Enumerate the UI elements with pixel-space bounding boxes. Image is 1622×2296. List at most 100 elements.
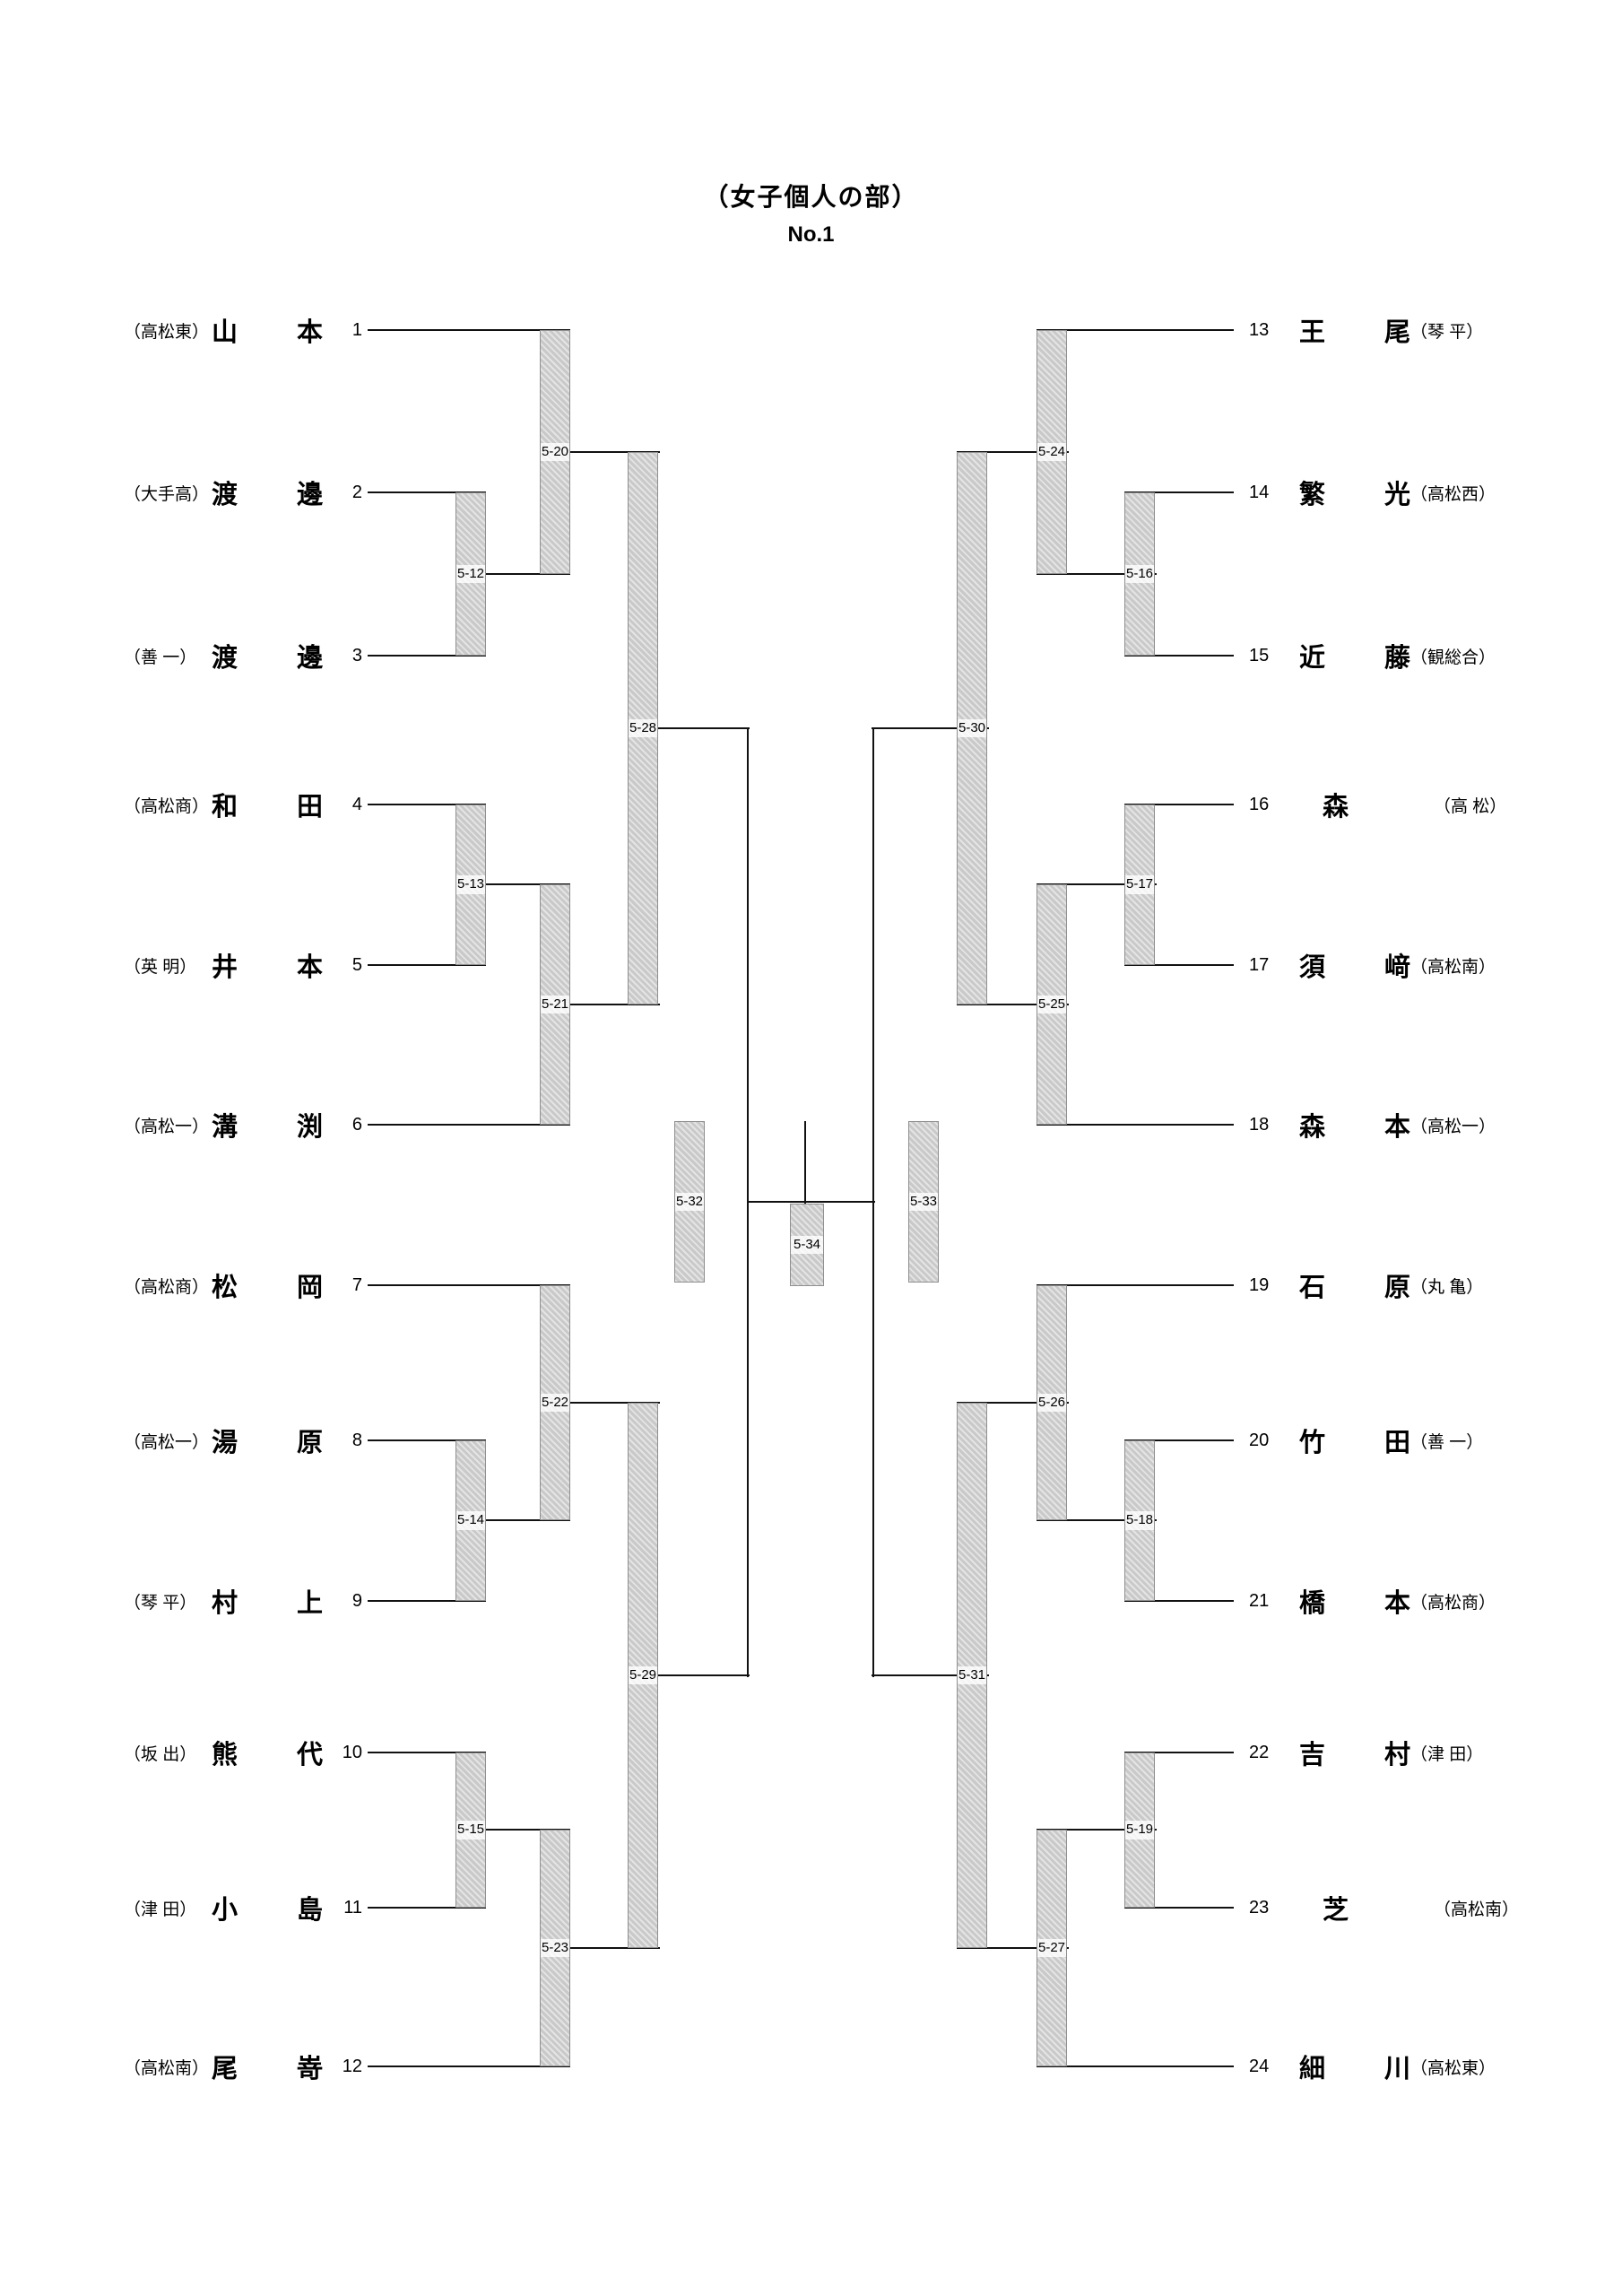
player-entry-24: 24細川（高松東） [1240, 2048, 1496, 2085]
player-entry-12: （高松南）尾嵜12 [124, 2048, 362, 2085]
player-school: （高松西） [1410, 484, 1496, 504]
page-number: No.1 [787, 222, 835, 247]
player-seed: 5 [351, 954, 362, 975]
bracket-line [455, 1829, 570, 1831]
player-school: （善 一） [1410, 1432, 1484, 1452]
bracket-line [957, 1947, 1069, 1949]
match-label: 5-15 [456, 1821, 485, 1839]
bracket-line [540, 1947, 660, 1949]
match-box-5-16: 5-16 [1124, 492, 1155, 656]
player-entry-10: （坂 出）熊代10 [124, 1734, 362, 1771]
bracket-line [1124, 1600, 1234, 1602]
player-entry-5: （英 明）井本5 [124, 946, 362, 984]
match-box-5-23: 5-23 [540, 1830, 570, 2066]
player-seed: 11 [343, 1897, 362, 1918]
player-school: （高松商） [124, 1277, 210, 1297]
bracket-line [628, 727, 750, 729]
match-label: 5-26 [1037, 1393, 1066, 1413]
player-seed: 1 [351, 319, 362, 340]
match-box-5-21: 5-21 [540, 884, 570, 1125]
player-seed: 4 [351, 794, 362, 814]
player-school: （高松東） [124, 322, 210, 342]
bracket-line [1124, 804, 1234, 805]
player-name: 渡邊 [212, 481, 323, 509]
player-name: 橋本 [1299, 1589, 1410, 1618]
bracket-line [368, 491, 486, 493]
bracket-line [957, 1004, 1069, 1005]
player-seed: 6 [351, 1114, 362, 1135]
player-name: 芝 [1323, 1896, 1409, 1925]
player-seed: 9 [351, 1590, 362, 1611]
player-seed: 23 [1249, 1897, 1270, 1918]
player-entry-23: 23 芝 （高松南） [1240, 1889, 1519, 1926]
bracket-line [804, 1121, 806, 1204]
player-school: （坂 出） [124, 1744, 197, 1764]
match-label: 5-29 [629, 1665, 657, 1685]
match-label: 5-20 [541, 442, 569, 462]
player-seed: 22 [1249, 1742, 1270, 1762]
player-entry-3: （善 一）渡邊3 [124, 637, 362, 674]
player-entry-4: （高松商）和田4 [124, 786, 362, 823]
player-name: 湯原 [212, 1429, 323, 1457]
match-box-5-19: 5-19 [1124, 1752, 1155, 1908]
player-school: （丸 亀） [1410, 1277, 1484, 1297]
bracket-line [872, 727, 989, 729]
player-school: （高松一） [124, 1432, 210, 1452]
bracket-line [368, 1907, 486, 1909]
player-name: 溝渕 [212, 1113, 323, 1142]
player-name: 松岡 [212, 1274, 323, 1302]
bracket-line [540, 1402, 660, 1404]
player-seed: 21 [1249, 1590, 1270, 1611]
bracket-line [957, 1402, 1069, 1404]
bracket-line [1037, 329, 1234, 331]
bracket-line [455, 883, 570, 885]
player-school: （高松一） [124, 1117, 210, 1136]
bracket-line [747, 728, 749, 1677]
bracket-line [368, 2066, 570, 2067]
bracket-line [1037, 1519, 1157, 1521]
bracket-line [1037, 2066, 1234, 2067]
player-entry-6: （高松一）溝渕 6 [124, 1106, 362, 1144]
match-box-5-13: 5-13 [455, 804, 486, 965]
player-name: 渡邊 [212, 644, 323, 673]
bracket-line [1124, 1439, 1234, 1441]
player-seed: 3 [351, 645, 362, 665]
player-school: （高松東） [1410, 2058, 1496, 2078]
player-entry-21: 21橋本（高松商） [1240, 1582, 1496, 1620]
match-label: 5-32 [675, 1192, 704, 1212]
player-name: 細川 [1299, 2055, 1410, 2083]
bracket-line [1124, 655, 1234, 657]
bracket-line [368, 804, 486, 805]
bracket-line [1037, 1124, 1234, 1126]
match-box-5-32: 5-32 [674, 1121, 705, 1283]
player-name: 村上 [212, 1589, 323, 1618]
player-name: 吉村 [1299, 1741, 1410, 1770]
bracket-line [368, 1284, 570, 1286]
bracket-line [368, 1439, 486, 1441]
player-school: （英 明） [124, 957, 197, 977]
player-seed: 7 [351, 1274, 362, 1295]
match-box-5-29: 5-29 [628, 1403, 658, 1948]
match-label: 5-27 [1037, 1938, 1066, 1958]
bracket-line [872, 1674, 989, 1676]
player-school: （琴 平） [1410, 322, 1484, 342]
bracket-line [368, 329, 570, 331]
match-label: 5-21 [541, 995, 569, 1014]
player-entry-7: （高松商）松岡 7 [124, 1266, 362, 1304]
player-entry-18: 18森本（高松一） [1240, 1106, 1496, 1144]
bracket-line [1037, 573, 1157, 575]
player-seed: 16 [1249, 794, 1270, 814]
match-label: 5-19 [1125, 1821, 1154, 1839]
bracket-line [1124, 964, 1234, 966]
bracket-line [1124, 1752, 1234, 1753]
player-school: （高松南） [1434, 1900, 1520, 1919]
player-school: （大手高） [124, 484, 210, 504]
player-school: （高松一） [1410, 1117, 1496, 1136]
player-seed: 13 [1249, 319, 1270, 340]
player-entry-9: （琴 平）村上9 [124, 1582, 362, 1620]
match-box-5-31: 5-31 [957, 1403, 987, 1948]
bracket-line [368, 655, 486, 657]
match-box-5-18: 5-18 [1124, 1440, 1155, 1601]
